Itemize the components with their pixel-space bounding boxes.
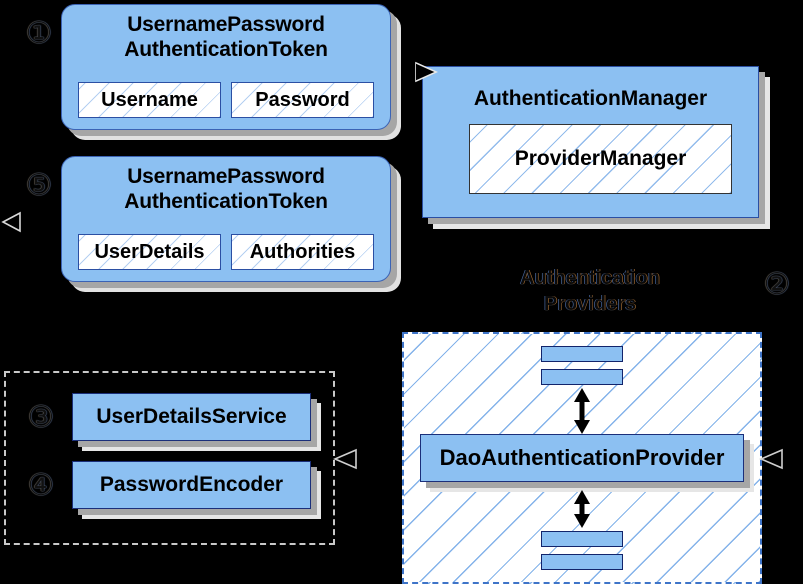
arrow-collaborators-hollow (332, 448, 357, 470)
token-card-request[interactable]: UsernamePassword AuthenticationToken Use… (61, 4, 391, 130)
user-details-service-card[interactable]: UserDetailsService (72, 393, 311, 441)
arrow-left-edge-hollow (1, 211, 21, 233)
dao-authentication-provider-card[interactable]: DaoAuthenticationProvider (420, 434, 744, 482)
authentication-providers-label: Authentication Providers (465, 265, 715, 317)
token-request-title-line1: UsernamePassword (127, 13, 325, 36)
step-badge-2: ② (763, 267, 791, 302)
slot-password[interactable]: Password (231, 82, 374, 118)
authentication-providers-label-line1: Authentication (520, 267, 660, 289)
authentication-providers-label-line2: Providers (543, 293, 637, 315)
slot-authorities[interactable]: Authorities (231, 234, 374, 270)
token-request-slots: Username Password (78, 82, 374, 118)
step-badge-3: ③ (27, 400, 55, 435)
provider-mini-bar-bottom-2 (541, 554, 623, 570)
token-card-result[interactable]: UsernamePassword AuthenticationToken Use… (61, 156, 391, 282)
token-request-title: UsernamePassword AuthenticationToken (62, 12, 390, 62)
provider-mini-bar-top-2 (541, 369, 623, 385)
token-result-title-line1: UsernamePassword (127, 165, 325, 188)
arrow-providers-right-hollow (758, 448, 783, 470)
authentication-manager-title: AuthenticationManager (473, 87, 708, 110)
authentication-manager-card[interactable]: AuthenticationManager ProviderManager (422, 66, 759, 218)
token-result-slots: UserDetails Authorities (78, 234, 374, 270)
token-result-title-line2: AuthenticationToken (124, 190, 328, 213)
step-badge-1: ① (25, 16, 53, 51)
slot-userdetails[interactable]: UserDetails (78, 234, 221, 270)
step-badge-5: ⑤ (25, 168, 53, 203)
token-result-title: UsernamePassword AuthenticationToken (62, 164, 390, 214)
provider-mini-bar-top-1 (541, 346, 623, 362)
password-encoder-card[interactable]: PasswordEncoder (72, 461, 311, 509)
provider-manager-box[interactable]: ProviderManager (469, 124, 732, 194)
step-badge-4: ④ (27, 468, 55, 503)
slot-username[interactable]: Username (78, 82, 221, 118)
token-request-title-line2: AuthenticationToken (124, 38, 328, 61)
provider-mini-bar-bottom-1 (541, 531, 623, 547)
